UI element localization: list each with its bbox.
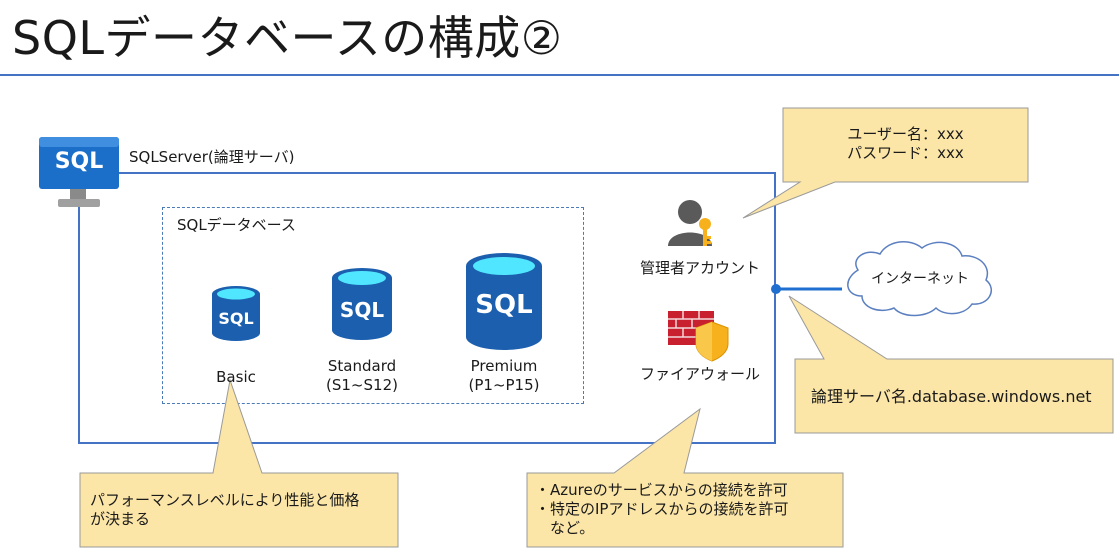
tier-standard-name: Standard: [327, 357, 397, 375]
db-icon-premium: [466, 253, 542, 350]
server-name-callout-shape: [788, 295, 1114, 434]
tier-standard-range: (S1~S12): [326, 376, 398, 394]
firewall-label: ファイアウォール: [639, 365, 760, 383]
internet-cloud-shape: [847, 241, 992, 317]
db-icon-basic: [212, 286, 260, 341]
firewall-rules-callout-shape: [526, 407, 844, 548]
db-icon-standard: [332, 268, 392, 340]
page-title: SQLデータベースの構成②: [12, 11, 563, 65]
sql-server-boundary: [78, 172, 776, 444]
tier-basic-name: Basic: [216, 368, 256, 386]
sql-server-label: SQLServer(論理サーバ): [129, 148, 295, 166]
admin-account-icon: [668, 200, 712, 246]
firewall-rules-callout-text: ・Azureのサービスからの接続を許可 ・特定のIPアドレスからの接続を許可 な…: [535, 481, 789, 537]
tier-premium-range: (P1~P15): [468, 376, 540, 394]
connection-point: [771, 284, 781, 294]
db-basic-icon-label: SQL: [218, 309, 254, 328]
firewall-icon: [668, 311, 729, 362]
tier-premium-name: Premium: [470, 357, 538, 375]
sql-server-icon: [39, 137, 119, 207]
internet-label: インターネット: [871, 271, 969, 287]
sql-server-icon-label: SQL: [54, 149, 104, 174]
db-standard-icon-label: SQL: [339, 298, 385, 322]
performance-callout-shape: [79, 378, 399, 548]
sql-database-boundary: [162, 207, 584, 404]
credentials-callout-shape: [742, 107, 1029, 219]
server-name-callout-text: 論理サーバ名.database.windows.net: [811, 387, 1092, 406]
admin-account-label: 管理者アカウント: [639, 259, 760, 277]
sql-database-label: SQLデータベース: [177, 216, 296, 234]
db-premium-icon-label: SQL: [475, 290, 533, 320]
credentials-callout-text: ユーザー名：xxx パスワード：xxx: [847, 125, 964, 162]
performance-callout-text: パフォーマンスレベルにより性能と価格 が決まる: [90, 491, 360, 528]
title-underline: [0, 74, 1119, 76]
